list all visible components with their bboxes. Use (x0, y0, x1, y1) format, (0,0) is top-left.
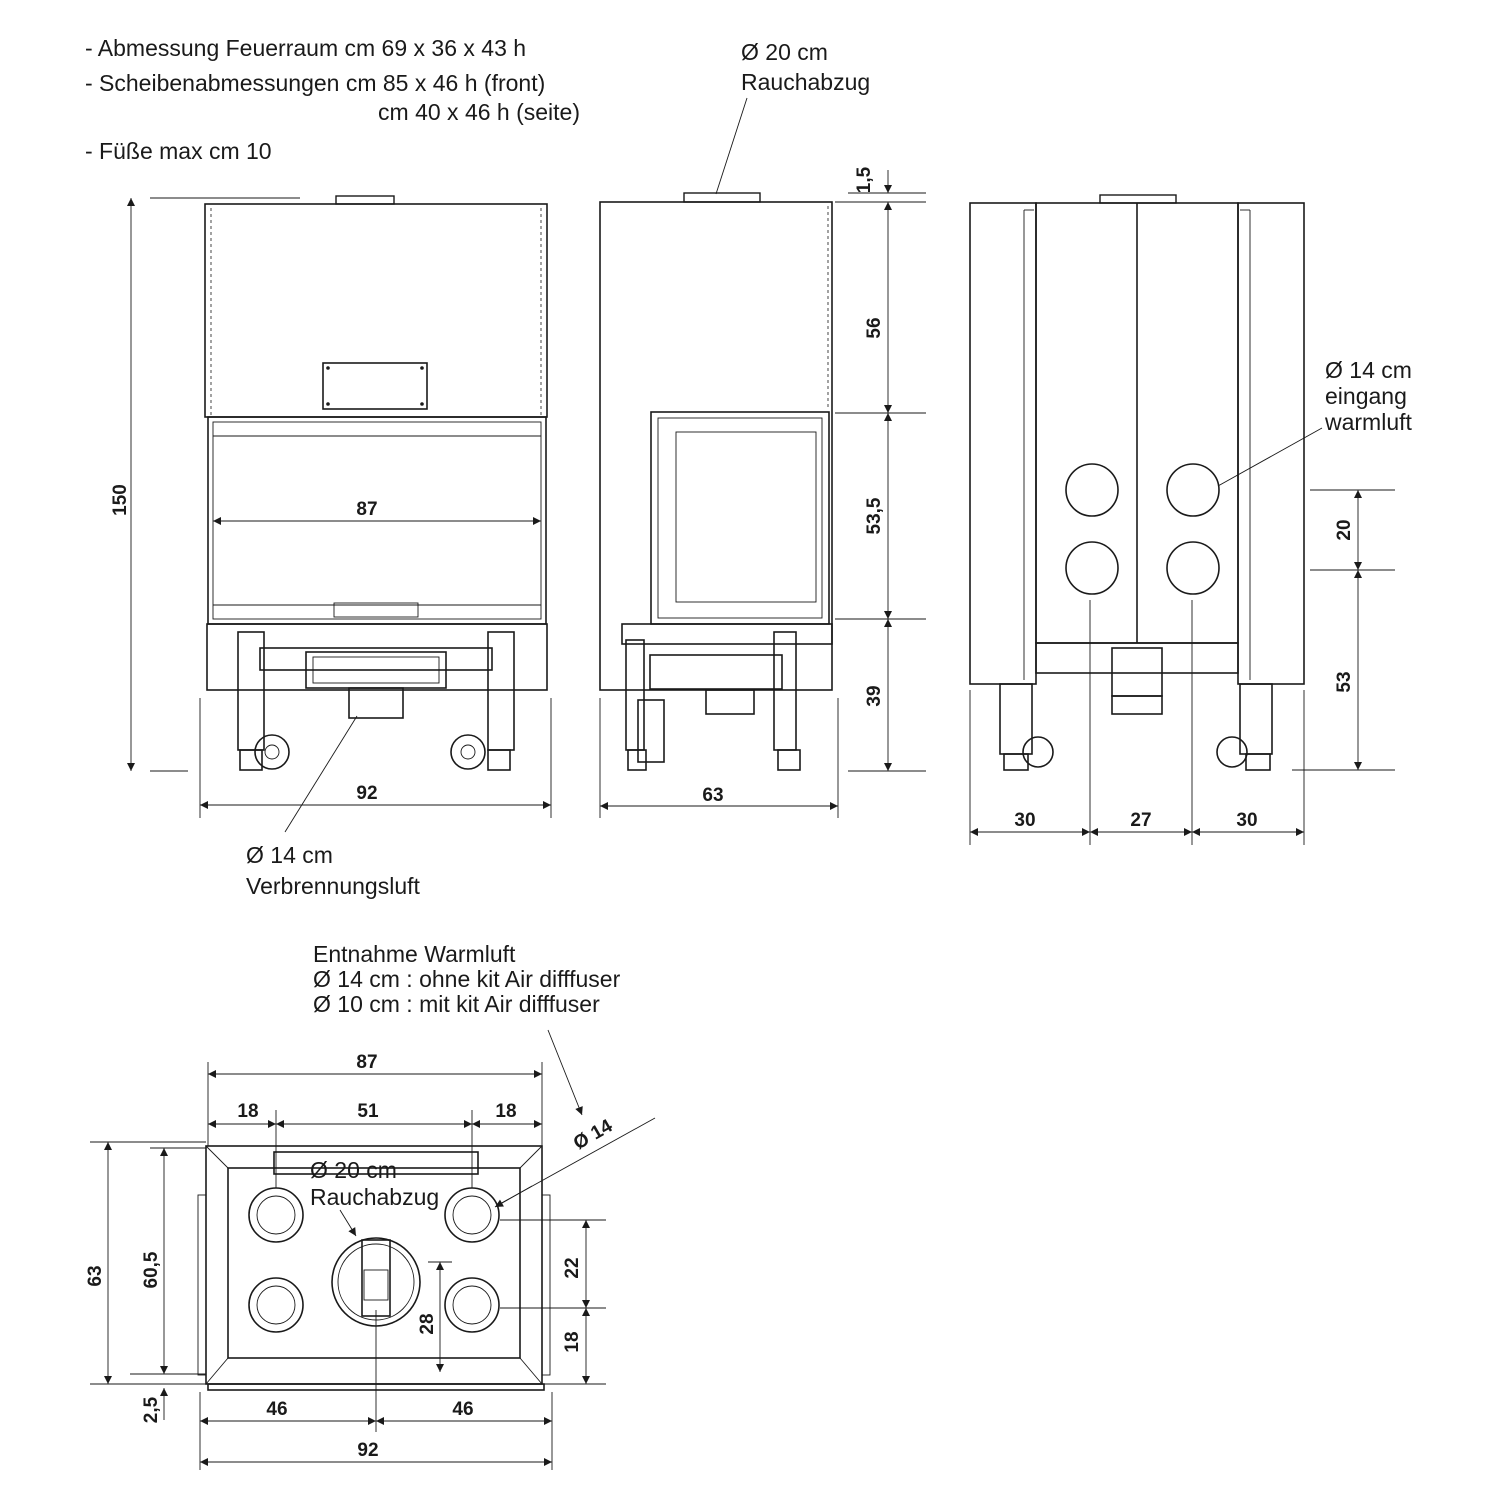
plan-warm-air-outlet (248, 1277, 304, 1333)
callout-extract-title: Entnahme Warmluft (313, 941, 516, 967)
dim-side-width: 63 (702, 785, 723, 806)
callout-warm-in-l1: eingang (1325, 383, 1407, 409)
dim-rear-spacing: 20 (1334, 519, 1355, 540)
callout-smoke-plan-label: Rauchabzug (310, 1184, 439, 1210)
plan-warm-air-outlet (444, 1277, 500, 1333)
dim-plan-inner: 60,5 (141, 1251, 162, 1288)
dim-side-top: 1,5 (854, 166, 875, 193)
dim-plan-22: 22 (562, 1257, 583, 1278)
dim-side-h3: 39 (864, 685, 885, 706)
front-view: 150 87 92 Ø 14 cm Verbrennungsluft (110, 195, 552, 899)
dim-side-h2: 53,5 (864, 497, 885, 534)
callout-smoke-top-dia: Ø 20 cm (741, 39, 828, 65)
dim-front-glass: 87 (356, 499, 377, 520)
dim-rear-w1: 30 (1014, 810, 1035, 831)
dim-plan-half-right: 46 (452, 1399, 473, 1420)
callout-warm-in-dia: Ø 14 cm (1325, 357, 1412, 383)
callout-combustion-label: Verbrennungsluft (246, 873, 421, 899)
callout-extract-l2: Ø 10 cm : mit kit Air difffuser (313, 991, 600, 1017)
dim-plan-total: 92 (357, 1440, 378, 1461)
dim-rear-bottom: 53 (1334, 671, 1355, 692)
plan-view: Entnahme Warmluft Ø 14 cm : ohne kit Air… (85, 941, 656, 1470)
rear-warm-air-inlet (1065, 541, 1119, 595)
callout-extract-l1: Ø 14 cm : ohne kit Air difffuser (313, 966, 621, 992)
dim-plan-top: 87 (356, 1052, 377, 1073)
callout-warm-in-l2: warmluft (1324, 409, 1413, 435)
side-view: Ø 20 cm Rauchabzug 1,5 56 53,5 39 63 (599, 39, 926, 818)
callout-combustion-dia: Ø 14 cm (246, 842, 333, 868)
note-glass-front: - Scheibenabmessungen cm 85 x 46 h (fron… (85, 70, 545, 96)
rear-warm-air-inlet (1166, 463, 1220, 517)
dim-plan-c: 18 (495, 1101, 516, 1122)
spec-notes: - Abmessung Feuerraum cm 69 x 36 x 43 h … (85, 35, 580, 164)
front-glass (207, 416, 547, 625)
callout-smoke-top-label: Rauchabzug (741, 69, 870, 95)
dim-plan-offset: 2,5 (141, 1396, 162, 1423)
dim-plan-depth: 63 (85, 1265, 106, 1286)
dim-side-h1: 56 (864, 317, 885, 338)
dim-rear-w2: 27 (1130, 810, 1151, 831)
dim-plan-a: 18 (237, 1101, 258, 1122)
dim-front-height: 150 (110, 484, 131, 516)
rear-warm-air-inlet (1065, 463, 1119, 517)
side-glass (650, 411, 830, 625)
dim-rear-w3: 30 (1236, 810, 1257, 831)
dim-plan-18: 18 (562, 1331, 583, 1352)
callout-extract-dia: Ø 14 (570, 1115, 617, 1154)
callout-smoke-plan-dia: Ø 20 cm (310, 1157, 397, 1183)
dim-plan-half-left: 46 (266, 1399, 287, 1420)
note-firebox: - Abmessung Feuerraum cm 69 x 36 x 43 h (85, 35, 526, 61)
note-glass-side: cm 40 x 46 h (seite) (378, 99, 580, 125)
dim-plan-28: 28 (417, 1313, 438, 1334)
rear-warm-air-inlet (1166, 541, 1220, 595)
rear-view: Ø 14 cm eingang warmluft 20 53 30 27 30 (969, 194, 1413, 845)
dim-plan-b: 51 (357, 1101, 379, 1122)
dim-front-width: 92 (356, 783, 377, 804)
note-feet: - Füße max cm 10 (85, 138, 272, 164)
access-panel (322, 362, 428, 410)
